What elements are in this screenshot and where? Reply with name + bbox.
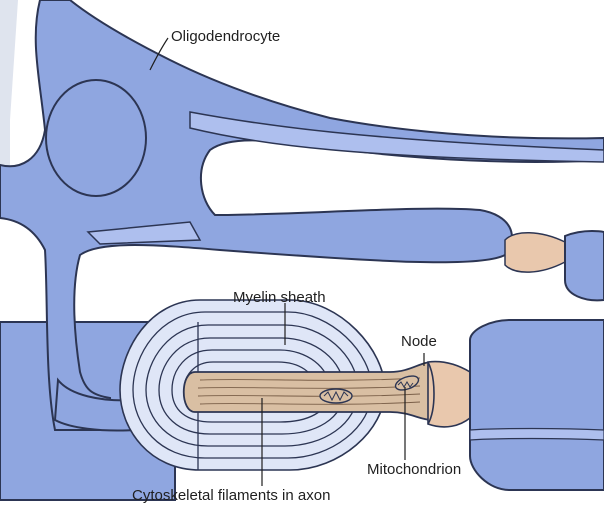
label-cytoskeletal-filaments: Cytoskeletal filaments in axon xyxy=(132,488,330,503)
nucleus xyxy=(46,80,146,196)
upper-node xyxy=(505,233,565,272)
label-node: Node xyxy=(401,334,437,349)
mitochondrion-1 xyxy=(320,389,352,403)
right-myelin-segment xyxy=(470,320,604,490)
label-oligodendrocyte: Oligodendrocyte xyxy=(171,29,280,44)
right-lower-process xyxy=(470,429,604,441)
upper-right-segment xyxy=(565,231,604,300)
label-mitochondrion: Mitochondrion xyxy=(367,462,461,477)
label-myelin-sheath: Myelin sheath xyxy=(233,290,326,305)
